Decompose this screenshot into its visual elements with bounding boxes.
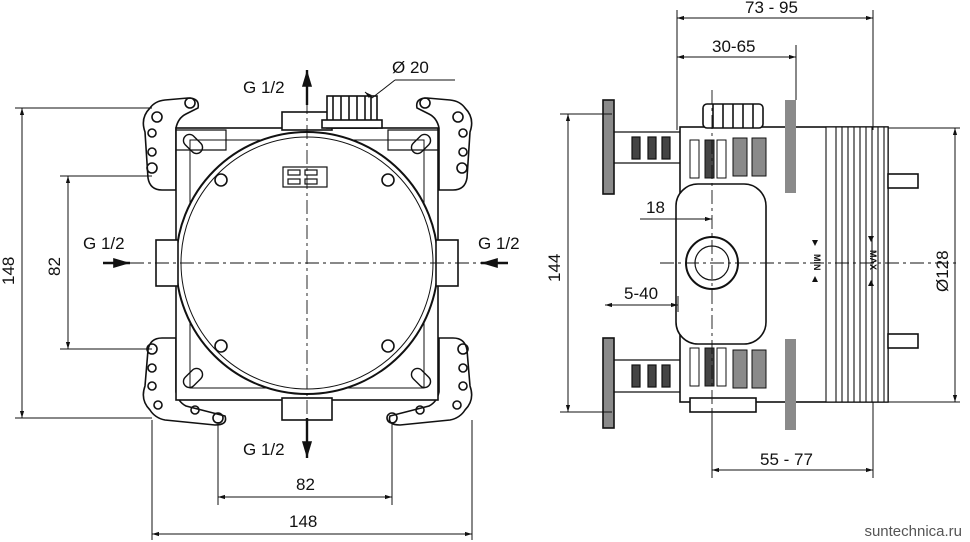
centerlines <box>130 100 485 430</box>
nut-diameter-label: Ø 20 <box>392 58 429 77</box>
bottom-inlet-label: G 1/2 <box>243 440 285 459</box>
dim-diameter-128 <box>888 127 960 403</box>
min-label: MIN <box>812 254 822 271</box>
right-inlet-label: G 1/2 <box>478 234 520 253</box>
plate-offset-label: 5-40 <box>624 284 658 303</box>
height-holes-label: 82 <box>45 257 64 276</box>
height-label: 144 <box>545 254 564 282</box>
ribbed-cylinder <box>825 126 889 403</box>
dim-width-82 <box>217 422 393 505</box>
wall-plate-top <box>602 99 615 195</box>
dim-width-148 <box>151 420 473 540</box>
top-nut <box>321 95 383 129</box>
dim-offset-5-40 <box>605 296 679 312</box>
depth-bottom-label: 55 - 77 <box>760 450 813 469</box>
watermark: suntechnica.ru <box>864 523 962 540</box>
depth-inner-label: 30-65 <box>712 37 755 56</box>
max-label: MAX <box>868 250 878 270</box>
dim-height-148 <box>15 107 152 419</box>
left-inlet-label: G 1/2 <box>83 234 125 253</box>
depth-range-label: 73 - 95 <box>745 0 798 17</box>
dim-height-82 <box>60 175 152 350</box>
front-view <box>15 70 508 540</box>
top-inlet-label: G 1/2 <box>243 78 285 97</box>
dim-depth-73-95 <box>676 10 874 130</box>
boss-label: 18 <box>646 198 665 217</box>
dim-depth-55-77 <box>711 402 874 478</box>
wall-plate-bottom <box>602 337 615 429</box>
dim-depth-30-65 <box>677 45 797 100</box>
mounting-ear-top-right <box>415 97 473 191</box>
label-plate <box>282 166 328 188</box>
mounting-ear-top-left <box>142 97 200 191</box>
mounting-rods <box>614 131 680 393</box>
width-holes-label: 82 <box>296 475 315 494</box>
inner-bars <box>689 137 767 389</box>
height-overall-label: 148 <box>0 257 18 285</box>
side-view <box>560 10 960 478</box>
dim-nut-leader <box>364 79 455 99</box>
dim-height-144 <box>560 113 612 413</box>
mounting-ear-bottom-left <box>142 337 227 426</box>
width-overall-label: 148 <box>289 512 317 531</box>
side-top-nut <box>702 103 764 129</box>
corner-slots <box>182 133 432 389</box>
diameter-label: Ø128 <box>933 250 952 292</box>
